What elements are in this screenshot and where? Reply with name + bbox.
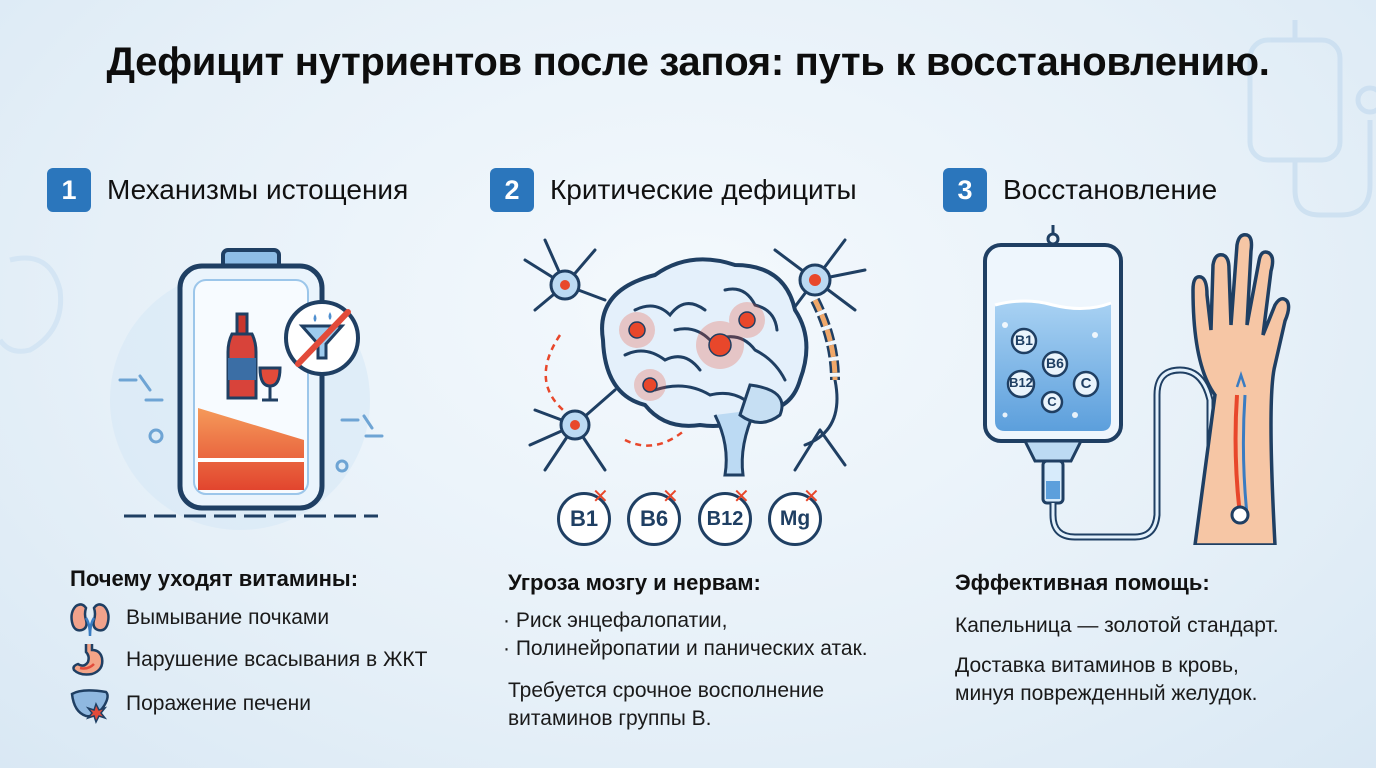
- deficit-x-icon: ✕: [803, 486, 820, 508]
- vitamin-badge-b6: B6: [627, 492, 681, 546]
- list-item: Нарушение всасывания в ЖКТ: [68, 640, 427, 680]
- section-3-title: Восстановление: [1003, 174, 1218, 205]
- bag-vitamin-c: C: [1080, 375, 1092, 392]
- section-3-text: Капельница — золотой стандарт.: [955, 614, 1279, 637]
- section-1-header: 1 Механизмы истощения: [47, 168, 408, 212]
- brain-neurons-illustration: [523, 238, 867, 477]
- section-2-title: Критические дефициты: [550, 174, 857, 205]
- iv-drip-illustration: [983, 225, 1291, 545]
- liver-damage-icon: [70, 689, 109, 724]
- page-title: Дефицит нутриентов после запоя: путь к в…: [106, 40, 1270, 84]
- alcohol-bottle-icon: [226, 312, 258, 400]
- deficit-x-icon: ✕: [592, 486, 609, 508]
- list-item-text: Вымывание почками: [126, 606, 330, 629]
- iv-bag-watermark-icon: [1247, 20, 1376, 218]
- note-line: Требуется срочное восполнение: [508, 679, 825, 702]
- list-item-text: Нарушение всасывания в ЖКТ: [126, 648, 428, 671]
- section-1-number: 1: [47, 168, 91, 212]
- list-item: Поражение печени: [68, 684, 311, 724]
- stomach-icon: [72, 644, 104, 676]
- section-3-text: Доставка витаминов в кровь,: [955, 654, 1239, 677]
- section-3-subtitle: Эффективная помощь:: [955, 570, 1210, 595]
- no-absorption-icon: [284, 300, 360, 376]
- list-item: Вымывание почками: [68, 598, 329, 638]
- section-3-text: минуя поврежденный желудок.: [955, 682, 1258, 705]
- deficit-x-icon: ✕: [733, 486, 750, 508]
- bag-vitamin-b1: B1: [1015, 332, 1033, 348]
- section-3-number: 3: [943, 168, 987, 212]
- section-1-subtitle: Почему уходят витамины:: [70, 566, 359, 591]
- list-item-text: Поражение печени: [126, 692, 312, 715]
- section-2-number: 2: [490, 168, 534, 212]
- kidney-icon: [70, 603, 110, 637]
- section-1-title: Механизмы истощения: [107, 174, 409, 205]
- bag-vitamin-c-small: C: [1047, 394, 1057, 409]
- section-2-header: 2 Критические дефициты: [490, 168, 857, 212]
- wine-glass-icon: [258, 366, 282, 402]
- bag-vitamin-b6: B6: [1046, 355, 1064, 371]
- vitamin-badge-b1: B1: [557, 492, 611, 546]
- bullet-item: · Полинейропатии и панических атак.: [503, 637, 868, 660]
- bullet-item: · Риск энцефалопатии,: [503, 609, 728, 632]
- vitamin-badge-b12: B12: [698, 492, 752, 546]
- deficit-x-icon: ✕: [662, 486, 679, 508]
- section-2-subtitle: Угроза мозгу и нервам:: [508, 570, 761, 595]
- arm-icon: [1191, 232, 1291, 545]
- bag-vitamin-b12: B12: [1009, 375, 1033, 390]
- section-3-header: 3 Восстановление: [943, 168, 1217, 212]
- mineral-badge-mg: Mg: [768, 492, 822, 546]
- drained-battery-illustration: [118, 248, 384, 518]
- kidney-watermark-icon: [0, 255, 64, 354]
- note-line: витаминов группы В.: [508, 707, 712, 730]
